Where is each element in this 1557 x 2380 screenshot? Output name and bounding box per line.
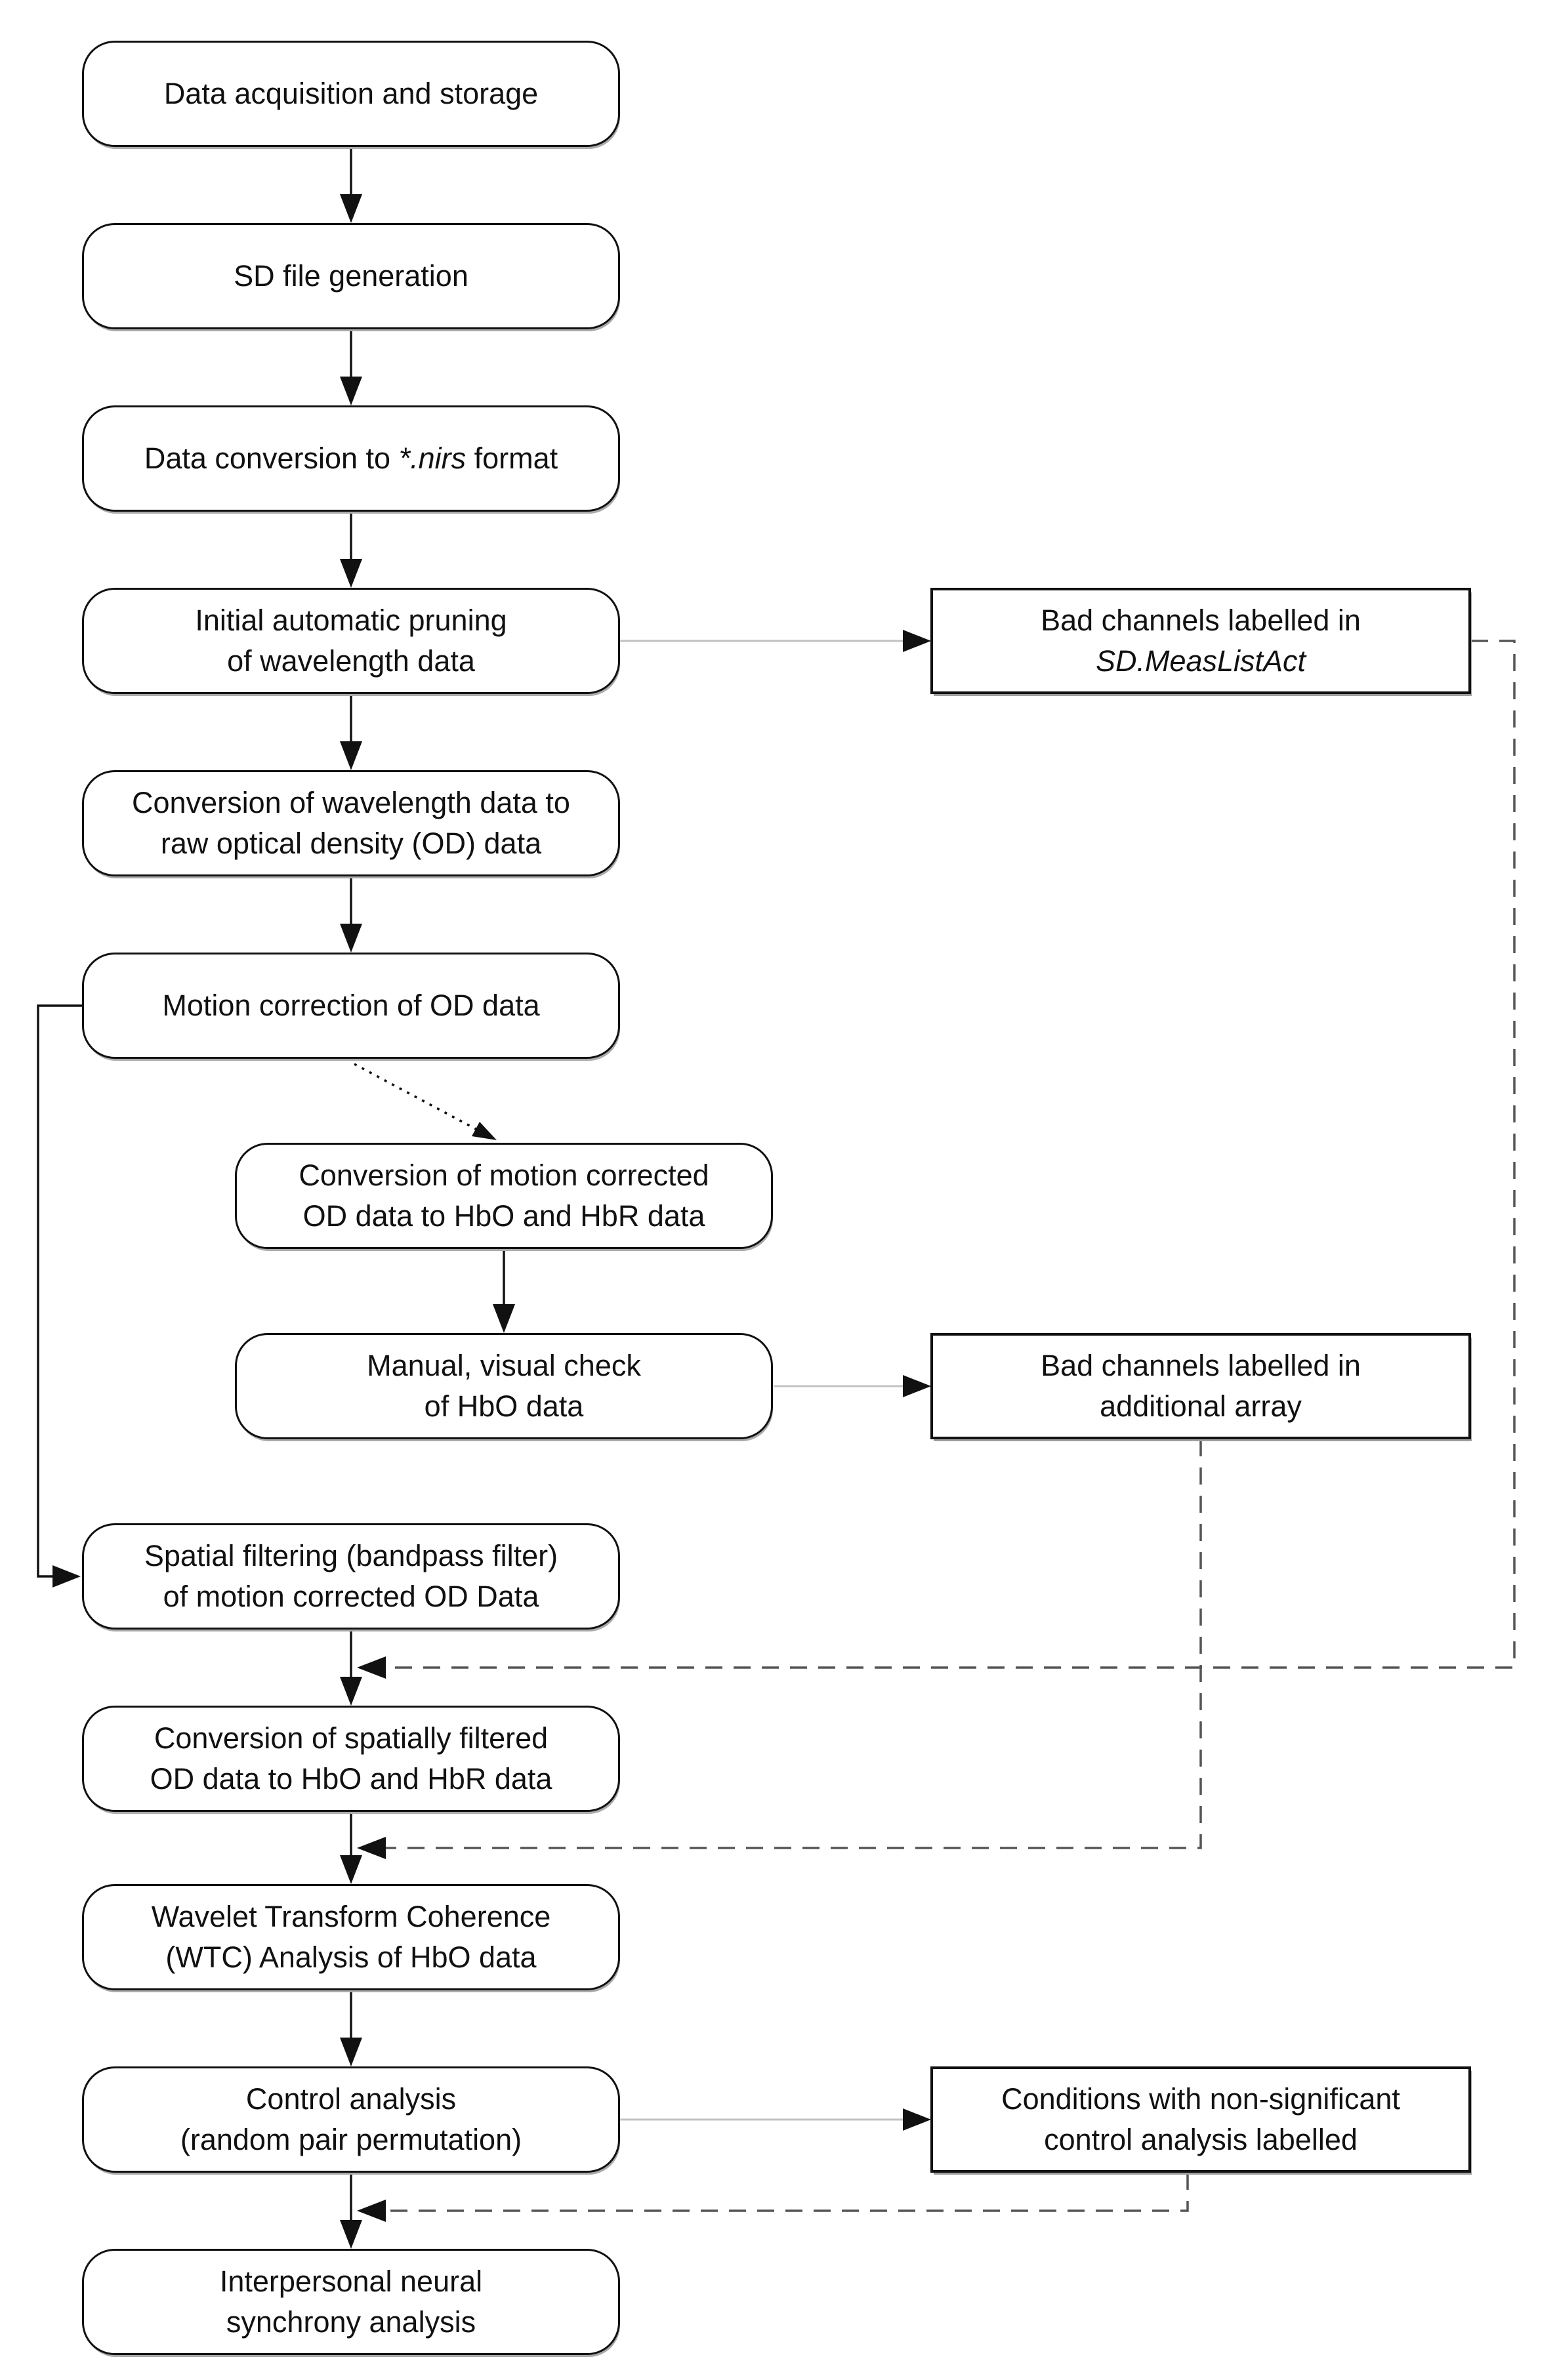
box-label-line2: of motion corrected OD Data (163, 1580, 539, 1613)
flow-box-data-acquisition: Data acquisition and storage (82, 41, 620, 147)
box-label-line1: Spatial filtering (bandpass filter) (144, 1539, 558, 1572)
box-label: Data conversion to *.nirs format (144, 441, 558, 475)
box-label-line2: of HbO data (424, 1389, 584, 1423)
connector-control-to-conditions (620, 2108, 931, 2131)
box-label-line1: Bad channels labelled in (1041, 1349, 1361, 1382)
box-label-line1: Conversion of spatially filtered (154, 1721, 549, 1755)
connector-manualcheck-to-badchannels2 (774, 1375, 931, 1397)
box-label-line2: OD data to HbO and HbR data (150, 1762, 552, 1795)
connector-pruning-to-badchannels1 (620, 630, 931, 652)
box-label-line2: synchrony analysis (226, 2305, 476, 2339)
box-label-line2: of wavelength data (227, 644, 475, 678)
dashed-conditions-to-synchrony-arrow (357, 2173, 1189, 2222)
arrow-b9-b10 (340, 1630, 362, 1706)
side-box-bad-channels-measlistact: Bad channels labelled in SD.MeasListAct (930, 588, 1471, 694)
dotted-arrow-motion-to-conversion (354, 1063, 497, 1140)
arrow-b11-b12 (340, 1990, 362, 2066)
box-label-line1: Control analysis (245, 2082, 457, 2116)
box-label-line1: Conditions with non-significant (1001, 2082, 1400, 2116)
arrow-b3-b4 (340, 512, 362, 588)
box-label-line1: Conversion of wavelength data to (132, 786, 570, 819)
dashed-badchannels2-to-conversion-arrow (357, 1439, 1202, 1859)
loop-arrow-motion-to-spatial (37, 1004, 82, 1588)
box-label-line1: Conversion of motion corrected (299, 1159, 709, 1192)
box-label: Motion correction of OD data (162, 989, 540, 1022)
box-label-line2: additional array (1100, 1389, 1302, 1423)
flow-box-nirs-conversion: Data conversion to *.nirs format (82, 405, 620, 512)
arrow-b12-b13 (340, 2173, 362, 2249)
box-label-line2-italic: SD.MeasListAct (1095, 644, 1306, 678)
box-label: Data acquisition and storage (163, 77, 539, 110)
box-label-line1: Manual, visual check (367, 1349, 641, 1382)
flow-box-spatial-filtering: Spatial filtering (bandpass filter) of m… (82, 1523, 620, 1630)
flow-box-wavelength-to-od: Conversion of wavelength data to raw opt… (82, 770, 620, 876)
box-label-line1: Bad channels labelled in (1041, 604, 1361, 637)
arrow-b10-b11 (340, 1812, 362, 1884)
box-label-line2: OD data to HbO and HbR data (302, 1199, 705, 1233)
nirs-italic-text: *.nirs (398, 441, 467, 475)
flow-box-sd-file-generation: SD file generation (82, 223, 620, 329)
arrow-b4-b5 (340, 694, 362, 770)
side-box-nonsignificant-conditions: Conditions with non-significant control … (930, 2066, 1471, 2173)
arrow-b2-b3 (340, 329, 362, 405)
box-label-line2: raw optical density (OD) data (160, 827, 542, 860)
box-label-line2: control analysis labelled (1044, 2123, 1358, 2156)
flow-box-interpersonal-synchrony: Interpersonal neural synchrony analysis (82, 2249, 620, 2355)
flow-box-spatiallyfiltered-to-hbo: Conversion of spatially filtered OD data… (82, 1706, 620, 1812)
box-label-line2: (WTC) Analysis of HbO data (165, 1940, 537, 1974)
box-label-line1: Wavelet Transform Coherence (151, 1900, 551, 1933)
flow-box-motion-correction: Motion correction of OD data (82, 953, 620, 1059)
flow-box-wtc-analysis: Wavelet Transform Coherence (WTC) Analys… (82, 1884, 620, 1990)
box-label-line1: Initial automatic pruning (195, 604, 507, 637)
flow-box-control-analysis: Control analysis (random pair permutatio… (82, 2066, 620, 2173)
side-box-bad-channels-additional-array: Bad channels labelled in additional arra… (930, 1333, 1471, 1439)
dashed-badchannels1-to-spatialfilter-arrow (357, 640, 1516, 1679)
box-label: SD file generation (234, 259, 468, 293)
arrow-b5-b6 (340, 876, 362, 953)
flow-box-manual-visual-check: Manual, visual check of HbO data (235, 1333, 773, 1439)
arrow-b7-b8 (493, 1249, 515, 1333)
arrow-b1-b2 (340, 147, 362, 223)
flow-box-motioncorrected-to-hbo: Conversion of motion corrected OD data t… (235, 1143, 773, 1249)
box-label-line1: Interpersonal neural (219, 2265, 483, 2298)
flow-box-initial-pruning: Initial automatic pruning of wavelength … (82, 588, 620, 694)
box-label-line2: (random pair permutation) (180, 2123, 522, 2156)
